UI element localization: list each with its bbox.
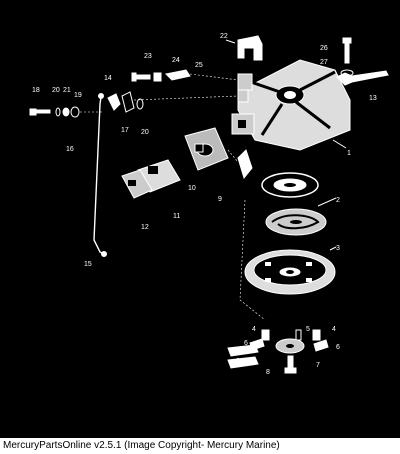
link-25[interactable] — [164, 69, 191, 81]
screw-18[interactable] — [29, 108, 51, 116]
cam-12[interactable] — [121, 169, 153, 199]
callout-2: 2 — [336, 197, 340, 204]
callout-5: 5 — [306, 326, 310, 333]
callout-17: 17 — [121, 127, 129, 134]
recoil-housing[interactable] — [231, 59, 351, 151]
callout-24: 24 — [172, 57, 180, 64]
link-rod-16[interactable] — [93, 93, 107, 257]
spring-5[interactable] — [295, 329, 302, 341]
callout-6b: 6 — [336, 344, 340, 351]
callout-10: 10 — [188, 185, 196, 192]
callout-8a: 8 — [236, 358, 240, 365]
parts-diagram: 1 2 3 4 4 5 6 6 7 7 8 8 9 10 11 12 13 14… — [0, 0, 400, 438]
callout-7b: 7 — [316, 362, 320, 369]
handle-13[interactable] — [336, 70, 389, 86]
callout-22: 22 — [220, 33, 228, 40]
bushing-19[interactable] — [70, 106, 80, 118]
image-caption: MercuryPartsOnline v2.5.1 (Image Copyrig… — [3, 440, 280, 451]
callout-1: 1 — [347, 150, 351, 157]
callout-4b: 4 — [332, 326, 336, 333]
grease-tube-8[interactable] — [227, 356, 259, 369]
callout-3: 3 — [336, 245, 340, 252]
lockout-10[interactable] — [184, 127, 229, 171]
spring-clip-9[interactable] — [237, 149, 253, 180]
clip-14[interactable] — [107, 93, 121, 111]
callout-20b: 20 — [141, 129, 149, 136]
bolt-26[interactable] — [342, 37, 352, 64]
callout-6a: 6 — [244, 340, 248, 347]
grease-tube-7[interactable] — [227, 344, 259, 357]
pulley-3[interactable] — [244, 249, 336, 295]
rewind-spring-2[interactable] — [261, 172, 327, 236]
screw-23[interactable] — [131, 72, 151, 82]
callout-4a: 4 — [252, 326, 256, 333]
callout-16: 16 — [66, 146, 74, 153]
callout-19: 19 — [74, 92, 82, 99]
callout-18: 18 — [32, 87, 40, 94]
pawl-4a[interactable] — [261, 329, 270, 341]
callout-26: 26 — [320, 45, 328, 52]
callout-labels: 1 2 3 4 4 5 6 6 7 7 8 8 9 10 11 12 13 14… — [32, 33, 377, 376]
callout-14: 14 — [104, 75, 112, 82]
callout-23: 23 — [144, 53, 152, 60]
callout-13: 13 — [369, 95, 377, 102]
callout-12: 12 — [141, 224, 149, 231]
retainer-7[interactable] — [275, 338, 305, 354]
callout-25: 25 — [195, 62, 203, 69]
callout-11: 11 — [173, 213, 180, 220]
washer-20a[interactable] — [55, 107, 61, 117]
callout-21: 21 — [63, 87, 71, 94]
screw-8[interactable] — [284, 355, 297, 374]
pawl-4b[interactable] — [312, 329, 321, 341]
lever-22[interactable] — [237, 35, 263, 61]
callout-9: 9 — [218, 196, 222, 203]
callout-27: 27 — [320, 59, 328, 66]
callout-20a: 20 — [52, 87, 60, 94]
callout-7a: 7 — [240, 346, 244, 353]
washer-20b[interactable] — [136, 98, 144, 110]
callout-15: 15 — [84, 261, 92, 268]
spacer-21[interactable] — [62, 107, 70, 117]
callout-8b: 8 — [266, 369, 270, 376]
exploded-view: 1 2 3 4 4 5 6 6 7 7 8 8 9 10 11 12 13 14… — [29, 33, 389, 376]
nut-24[interactable] — [153, 72, 162, 82]
pawl-spring-6b[interactable] — [313, 339, 329, 352]
bracket-17[interactable] — [121, 91, 135, 113]
